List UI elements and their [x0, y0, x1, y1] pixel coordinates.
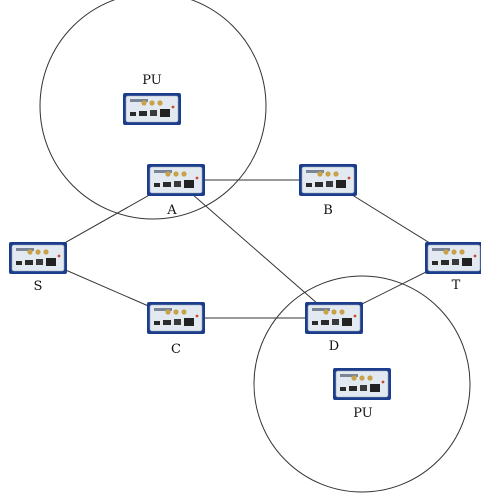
node-D-label: D: [329, 339, 339, 354]
node-T-device: [424, 241, 481, 275]
node-S-label: S: [34, 279, 43, 294]
node-T-label: T: [452, 278, 461, 293]
pu-bottom-device: [332, 367, 392, 401]
node-D-device: [304, 301, 364, 335]
node-A-device: [146, 163, 206, 197]
pu-top-label: PU: [142, 73, 162, 88]
node-S-device: [8, 241, 68, 275]
node-A-label: A: [166, 203, 177, 218]
node-C-device: [146, 301, 206, 335]
node-B-device: [298, 163, 358, 197]
pu-bottom-circle: [253, 275, 471, 493]
pu-top-circle: [39, 0, 267, 220]
edge-A-D: [175, 179, 335, 319]
pu-top-device: [122, 92, 182, 126]
node-B-label: B: [323, 203, 333, 218]
pu-bottom-label: PU: [353, 406, 373, 421]
node-C-label: C: [171, 342, 181, 357]
